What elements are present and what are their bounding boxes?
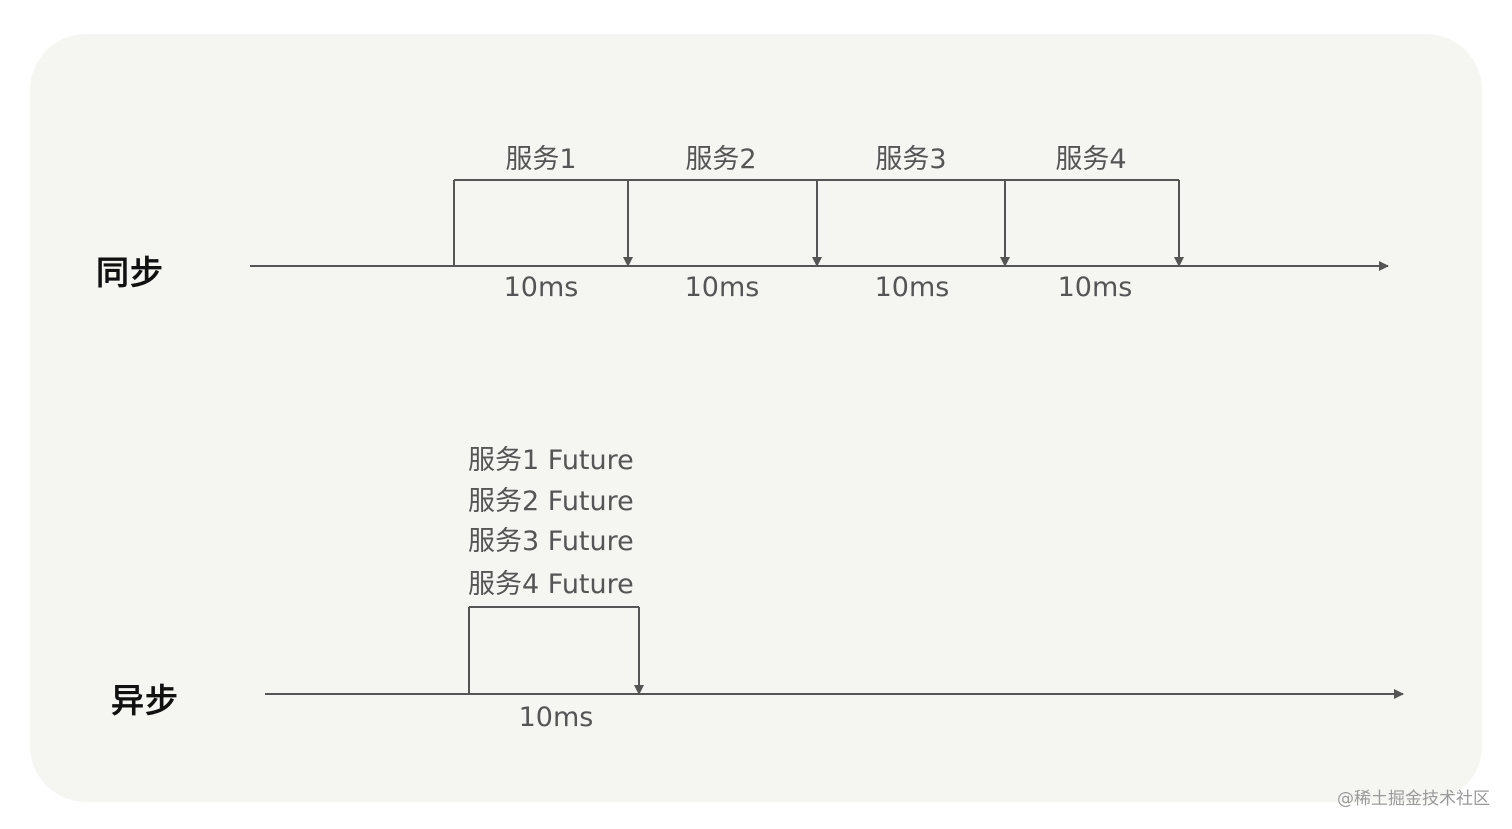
async-future-label-2: 服务2 Future	[468, 486, 634, 517]
sync-service-label-3: 服务3	[875, 144, 947, 175]
async-future-label-4: 服务4 Future	[468, 569, 634, 600]
async-row-label: 异步	[111, 681, 179, 720]
sync-service-label-4: 服务4	[1055, 144, 1127, 175]
sync-duration-label-4: 10ms	[1057, 272, 1133, 303]
sync-service-label-2: 服务2	[685, 144, 757, 175]
async-future-label-3: 服务3 Future	[468, 526, 634, 557]
diagram-panel	[30, 34, 1482, 802]
sync-duration-label-3: 10ms	[874, 272, 950, 303]
sync-row-label: 同步	[96, 253, 164, 292]
watermark: @稀土掘金技术社区	[1337, 789, 1490, 809]
sync-duration-label-2: 10ms	[684, 272, 760, 303]
async-future-label-1: 服务1 Future	[468, 445, 634, 476]
async-duration-label: 10ms	[518, 702, 594, 733]
sync-service-label-1: 服务1	[505, 144, 577, 175]
sync-duration-label-1: 10ms	[503, 272, 579, 303]
